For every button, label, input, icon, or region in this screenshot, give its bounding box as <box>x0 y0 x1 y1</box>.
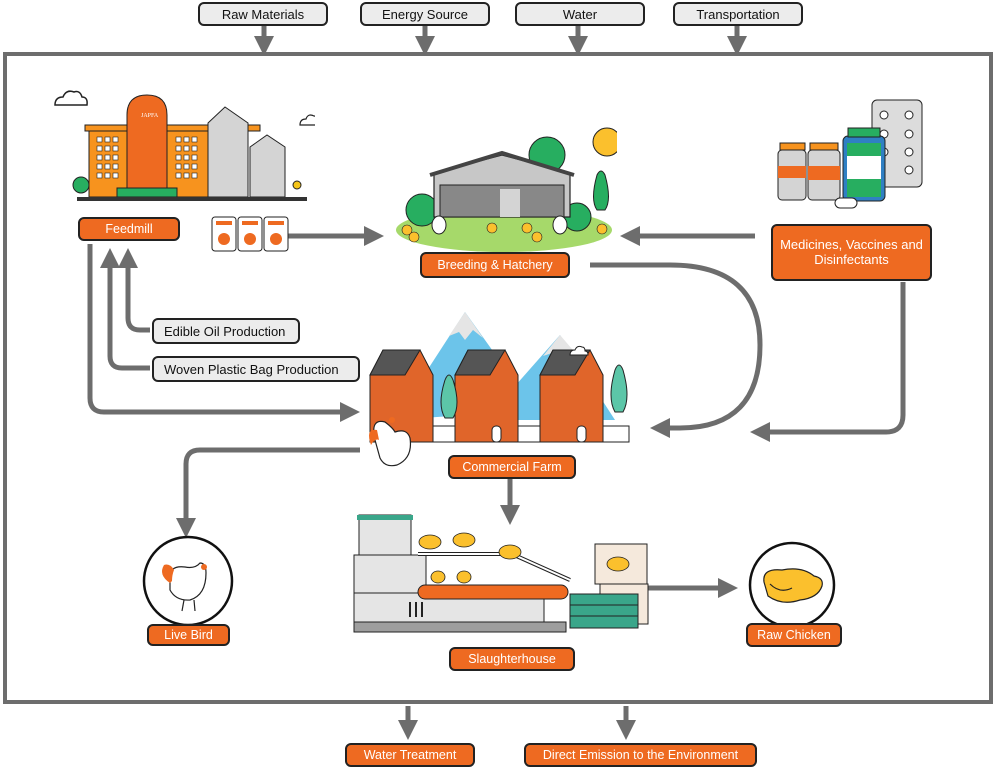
supplier-woven-plastic-bag-production: Woven Plastic Bag Production <box>152 356 360 382</box>
input-water: Water <box>515 2 645 26</box>
label-slaughterhouse: Slaughterhouse <box>449 647 575 671</box>
raw-chicken-icon <box>763 568 823 603</box>
label-raw-chicken: Raw Chicken <box>746 623 842 647</box>
feedmill-illustration: JAPFA <box>54 90 315 201</box>
live-bird-illustration <box>142 535 234 625</box>
arrow-woven-bag-to-feedmill <box>100 248 150 371</box>
arrow-edible-oil-to-feedmill <box>118 248 150 333</box>
rooster-icon <box>162 562 207 612</box>
process-boundary-frame <box>3 52 993 704</box>
arrow-breeding-to-farm <box>590 262 763 438</box>
cloud-icon <box>54 90 88 106</box>
label-breeding-hatchery: Breeding & Hatchery <box>420 252 570 278</box>
commercial-farm-illustration <box>369 312 630 467</box>
output-water-treatment: Water Treatment <box>345 743 475 767</box>
input-energy-source: Energy Source <box>360 2 490 26</box>
label-commercial-farm: Commercial Farm <box>448 455 576 479</box>
sun-icon <box>592 127 617 157</box>
input-transportation: Transportation <box>673 2 803 26</box>
chicken-carcass-icon <box>418 532 522 584</box>
crate-icon <box>569 593 639 629</box>
label-feedmill: Feedmill <box>78 217 180 241</box>
arrow-feedmill-to-farm <box>87 244 360 422</box>
capsule-icon <box>834 197 858 209</box>
output-direct-emission: Direct Emission to the Environment <box>524 743 757 767</box>
raw-chicken-illustration <box>748 541 836 629</box>
arrow-farm-to-live-bird <box>176 447 360 538</box>
supplier-edible-oil-production: Edible Oil Production <box>152 318 300 344</box>
medicines-illustration <box>777 99 923 209</box>
breeding-hatchery-illustration <box>396 127 617 252</box>
label-live-bird: Live Bird <box>147 624 230 646</box>
feed-bags-illustration <box>211 216 289 252</box>
japfa-logo: JAPFA <box>141 113 159 119</box>
rooster-icon <box>369 417 412 467</box>
arrow-medicines-to-farm <box>750 282 906 442</box>
label-medicines-vaccines-disinfectants: Medicines, Vaccines and Disinfectants <box>771 224 932 281</box>
input-raw-materials: Raw Materials <box>198 2 328 26</box>
slaughterhouse-illustration <box>353 514 649 633</box>
